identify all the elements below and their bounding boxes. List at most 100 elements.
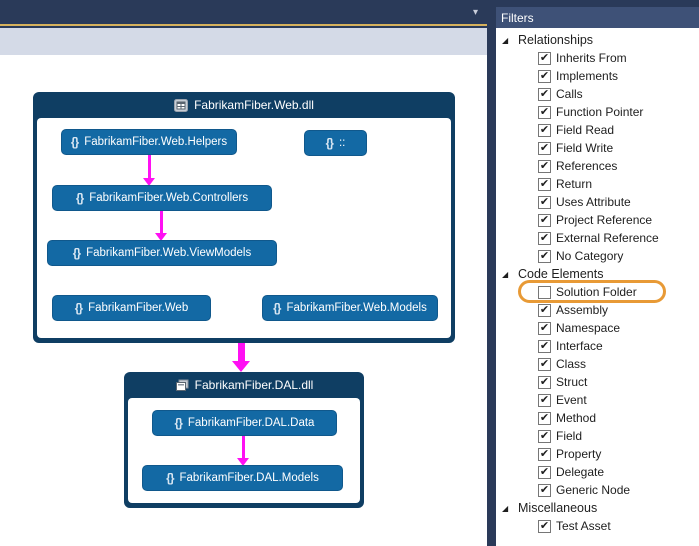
filter-item-project-reference[interactable]: ✔ Project Reference <box>496 211 699 229</box>
filter-item-label: Uses Attribute <box>556 195 631 209</box>
checkbox[interactable]: ✔ <box>538 519 551 533</box>
checkbox[interactable]: ✔ <box>538 123 551 137</box>
checkbox[interactable]: ✔ <box>538 141 551 155</box>
checkbox[interactable]: ✔ <box>538 321 551 335</box>
collapse-triangle-icon[interactable]: ◢ <box>502 269 509 279</box>
filter-section-relationships[interactable]: ◢ Relationships <box>496 31 699 49</box>
checkbox[interactable]: ✔ <box>538 69 551 83</box>
checkbox[interactable]: ✔ <box>538 105 551 119</box>
graph-node-web-controllers[interactable]: {} FabrikamFiber.Web.Controllers <box>52 185 272 211</box>
filter-item-uses-attribute[interactable]: ✔ Uses Attribute <box>496 193 699 211</box>
checkbox[interactable]: ✔ <box>538 447 551 461</box>
filter-item-label: Field Write <box>556 141 614 155</box>
namespace-icon: {} <box>273 301 281 315</box>
dropdown-arrow-icon[interactable]: ▾ <box>472 7 478 18</box>
filter-item-label: Property <box>556 447 602 461</box>
filter-item-field[interactable]: ✔ Field <box>496 427 699 445</box>
checkmark-icon: ✔ <box>539 249 550 262</box>
filters-panel-title[interactable]: Filters <box>496 7 699 28</box>
filter-item-event[interactable]: ✔ Event <box>496 391 699 409</box>
checkmark-icon: ✔ <box>539 447 550 460</box>
filter-item-method[interactable]: ✔ Method <box>496 409 699 427</box>
collapse-triangle-icon[interactable]: ◢ <box>502 35 509 45</box>
checkbox[interactable]: ✔ <box>538 393 551 407</box>
filter-item-implements[interactable]: ✔ Implements <box>496 67 699 85</box>
filter-item-label: Class <box>556 357 587 371</box>
checkbox[interactable]: ✔ <box>538 465 551 479</box>
filters-list: ◢ Relationships ✔ Inherits From ✔ Implem… <box>496 28 699 546</box>
checkmark-icon: ✔ <box>539 321 550 334</box>
filter-item-solution-folder[interactable]: ✔ Solution Folder <box>496 280 699 303</box>
checkbox[interactable]: ✔ <box>538 87 551 101</box>
filter-item-references[interactable]: ✔ References <box>496 157 699 175</box>
checkbox[interactable]: ✔ <box>538 411 551 425</box>
checkmark-icon: ✔ <box>539 393 550 406</box>
filter-item-inherits-from[interactable]: ✔ Inherits From <box>496 49 699 67</box>
node-label: FabrikamFiber.DAL.Models <box>179 472 319 484</box>
assembly-header[interactable]: FabrikamFiber.DAL.dll <box>124 372 364 398</box>
graph-node-dal-data[interactable]: {} FabrikamFiber.DAL.Data <box>152 410 337 436</box>
filter-item-label: Delegate <box>556 465 605 479</box>
checkbox[interactable]: ✔ <box>538 285 551 299</box>
filter-item-interface[interactable]: ✔ Interface <box>496 337 699 355</box>
filter-section-miscellaneous[interactable]: ◢ Miscellaneous <box>496 499 699 517</box>
assembly-stack-icon <box>175 379 189 391</box>
graph-node-global-namespace[interactable]: {} :: <box>304 130 367 156</box>
filter-item-label: Calls <box>556 87 583 101</box>
filter-item-test-asset[interactable]: ✔ Test Asset <box>496 517 699 535</box>
namespace-icon: {} <box>174 416 183 430</box>
checkbox[interactable]: ✔ <box>538 231 551 245</box>
checkbox[interactable]: ✔ <box>538 195 551 209</box>
filter-item-generic-node[interactable]: ✔ Generic Node <box>496 481 699 499</box>
checkbox[interactable]: ✔ <box>538 213 551 227</box>
filter-item-calls[interactable]: ✔ Calls <box>496 85 699 103</box>
checkmark-icon: ✔ <box>539 195 550 208</box>
graph-node-web-helpers[interactable]: {} FabrikamFiber.Web.Helpers <box>61 129 237 155</box>
checkmark-icon: ✔ <box>539 69 550 82</box>
filter-section-code-elements[interactable]: ◢ Code Elements <box>496 265 699 283</box>
checkmark-icon: ✔ <box>539 87 550 100</box>
graph-node-web[interactable]: {} FabrikamFiber.Web <box>52 295 211 321</box>
checkbox[interactable]: ✔ <box>538 159 551 173</box>
graph-node-web-models[interactable]: {} FabrikamFiber.Web.Models <box>262 295 438 321</box>
checkbox[interactable]: ✔ <box>538 375 551 389</box>
checkmark-icon: ✔ <box>539 213 550 226</box>
filter-item-function-pointer[interactable]: ✔ Function Pointer <box>496 103 699 121</box>
dependency-arrow-helpers-controllers <box>142 155 156 186</box>
checkmark-icon: ✔ <box>539 375 550 388</box>
node-label: FabrikamFiber.Web <box>88 302 189 314</box>
filter-item-label: Field <box>556 429 583 443</box>
node-label: :: <box>338 137 346 149</box>
checkbox[interactable]: ✔ <box>538 303 551 317</box>
filter-item-label: Project Reference <box>556 213 653 227</box>
assembly-title: FabrikamFiber.Web.dll <box>194 98 314 112</box>
filter-item-class[interactable]: ✔ Class <box>496 355 699 373</box>
dependency-arrow-controllers-viewmodels <box>154 211 168 241</box>
assembly-title: FabrikamFiber.DAL.dll <box>194 378 314 392</box>
checkbox[interactable]: ✔ <box>538 339 551 353</box>
filter-item-no-category[interactable]: ✔ No Category <box>496 247 699 265</box>
filter-item-return[interactable]: ✔ Return <box>496 175 699 193</box>
filter-item-field-write[interactable]: ✔ Field Write <box>496 139 699 157</box>
checkbox[interactable]: ✔ <box>538 51 551 65</box>
filter-item-namespace[interactable]: ✔ Namespace <box>496 319 699 337</box>
filter-item-external-reference[interactable]: ✔ External Reference <box>496 229 699 247</box>
graph-node-web-viewmodels[interactable]: {} FabrikamFiber.Web.ViewModels <box>47 240 277 266</box>
checkbox[interactable]: ✔ <box>538 357 551 371</box>
filter-item-struct[interactable]: ✔ Struct <box>496 373 699 391</box>
collapse-triangle-icon[interactable]: ◢ <box>502 503 509 513</box>
dependency-graph-canvas[interactable]: FabrikamFiber.Web.dll FabrikamFiber.DAL.… <box>0 55 487 546</box>
checkbox[interactable]: ✔ <box>538 429 551 443</box>
assembly-header[interactable]: FabrikamFiber.Web.dll <box>33 92 455 118</box>
checkbox[interactable]: ✔ <box>538 483 551 497</box>
filter-item-field-read[interactable]: ✔ Field Read <box>496 121 699 139</box>
filter-item-delegate[interactable]: ✔ Delegate <box>496 463 699 481</box>
node-label: FabrikamFiber.DAL.Data <box>187 417 315 429</box>
checkbox[interactable]: ✔ <box>538 177 551 191</box>
filter-item-assembly[interactable]: ✔ Assembly <box>496 301 699 319</box>
graph-node-dal-models[interactable]: {} FabrikamFiber.DAL.Models <box>142 465 343 491</box>
filter-item-label: Solution Folder <box>556 285 637 299</box>
filter-item-property[interactable]: ✔ Property <box>496 445 699 463</box>
checkbox[interactable]: ✔ <box>538 249 551 263</box>
